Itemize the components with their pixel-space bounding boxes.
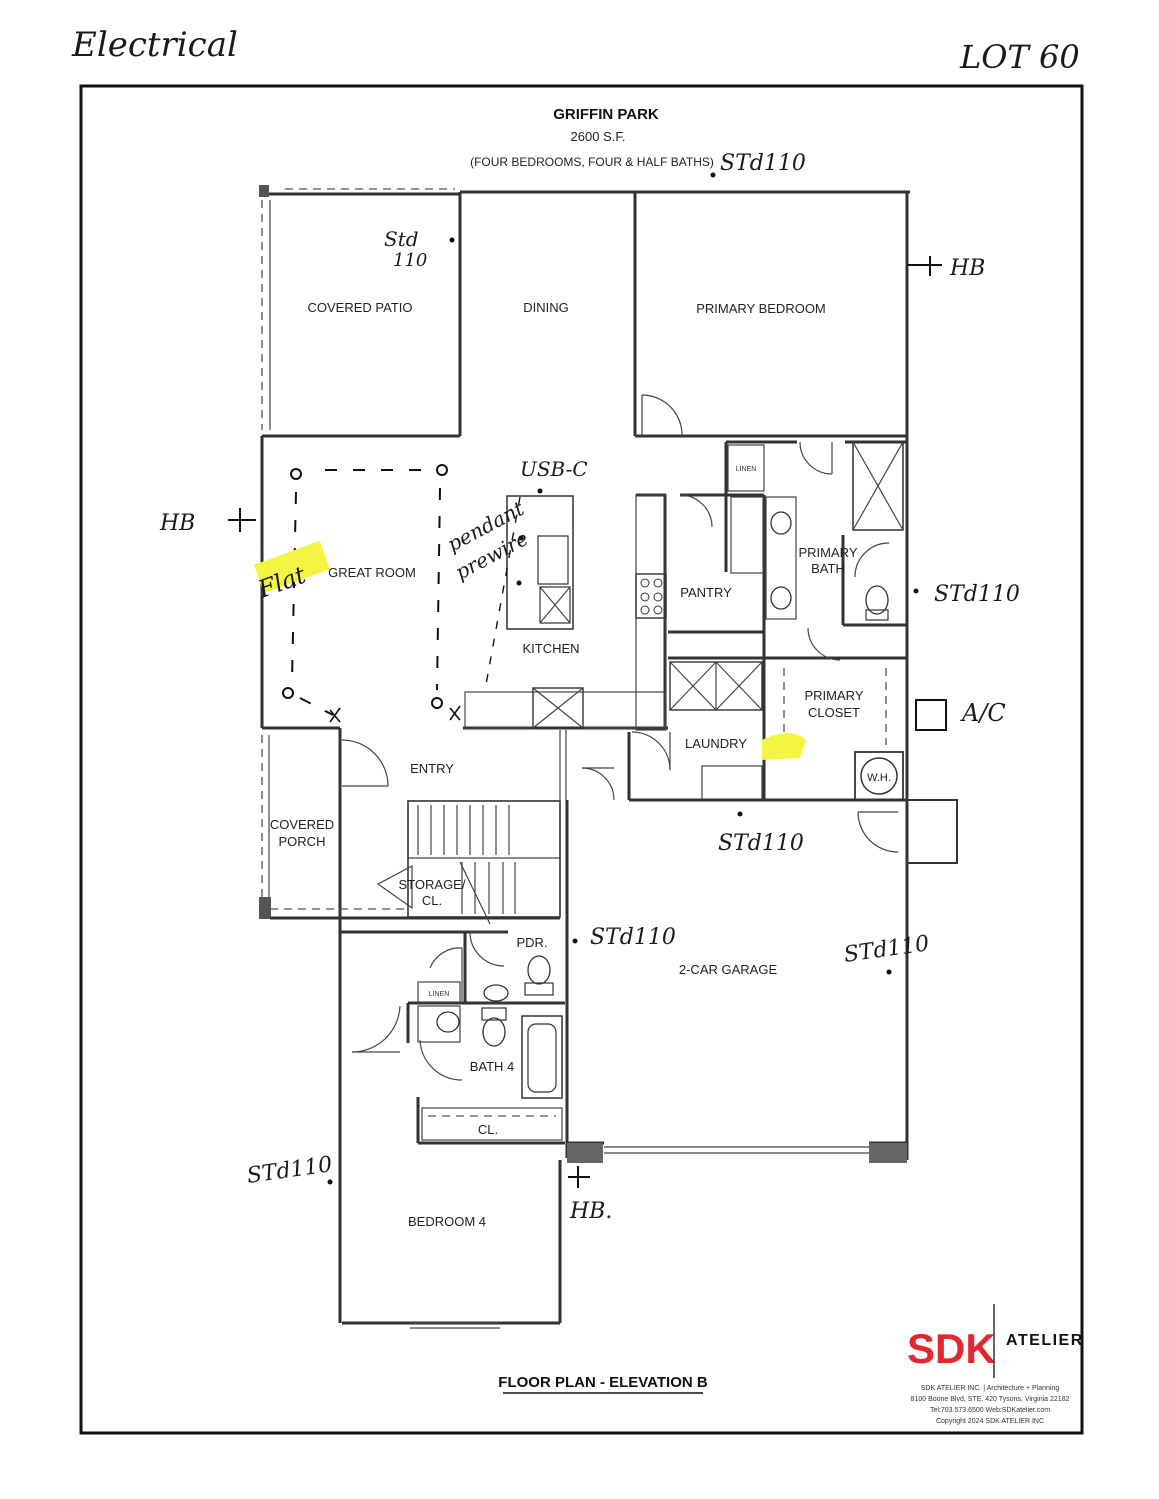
storage-label-line1: STORAGE/ [399, 877, 466, 892]
outlet-dot [327, 1179, 333, 1185]
covered-porch-label-line1: COVERED [270, 817, 334, 832]
std110-bedroom-note: STd110 [245, 1152, 333, 1189]
outlet-dot [737, 811, 743, 817]
primary-bath-label-line1: PRIMARY [799, 545, 858, 560]
outlet-dot [449, 237, 455, 243]
company-line3: Tel:703.573.6500 Web:SDKatelier.com [930, 1407, 1050, 1414]
usb-c-note: USB-C [520, 457, 588, 481]
lot-note: LOT 60 [959, 38, 1080, 76]
floor-plan-title: FLOOR PLAN - ELEVATION B [498, 1374, 708, 1391]
primary-closet-label-line2: CLOSET [808, 705, 860, 720]
std110-garage-note: STd110 [842, 931, 930, 968]
plan-description: (FOUR BEDROOMS, FOUR & HALF BATHS) [470, 155, 714, 169]
dining-label: DINING [523, 300, 569, 315]
std-patio-note-line2: 110 [393, 250, 427, 271]
linen-bottom-label: LINEN [429, 991, 450, 998]
bath4-label: BATH 4 [470, 1059, 515, 1074]
hb-bottom-note: HB. [569, 1199, 612, 1224]
std110-laundry-note: STd110 [718, 831, 804, 856]
sdk-logo: SDK [907, 1325, 996, 1372]
linen-top-label: LINEN [736, 466, 757, 473]
std110-bath-note: STd110 [934, 582, 1020, 607]
flat-highlight [253, 540, 331, 594]
entry-walls [259, 728, 569, 1158]
laundry-label: LAUNDRY [685, 736, 747, 751]
outlet-dot [886, 969, 892, 975]
outlet-dot [913, 588, 919, 594]
electrical-note: Electrical [71, 25, 238, 65]
entry-label: ENTRY [410, 761, 454, 776]
std-patio-note-line1: Std [384, 227, 419, 251]
pantry-label: PANTRY [680, 585, 732, 600]
garage-label: 2-CAR GARAGE [679, 962, 778, 977]
copyright: Copyright 2024 SDK ATELIER INC [936, 1418, 1044, 1425]
closet-label: CL. [478, 1122, 498, 1137]
kitchen-label: KITCHEN [522, 641, 579, 656]
covered-patio-label: COVERED PATIO [308, 300, 413, 315]
water-heater-label: W.H. [867, 772, 891, 784]
ac-note: A/C [960, 699, 1006, 727]
company-line1: SDK ATELIER INC. | Architecture + Planni… [921, 1385, 1060, 1392]
primary-closet-label-line1: PRIMARY [805, 688, 864, 703]
storage-label-line2: CL. [422, 893, 442, 908]
hb-right-note: HB [949, 256, 985, 281]
hb-left-note: HB [159, 511, 195, 536]
company-line2: 8100 Boone Blvd, STE. 420 Tysons, Virgin… [911, 1396, 1070, 1403]
ac-unit-box [915, 699, 947, 731]
great-room-label: GREAT ROOM [328, 565, 416, 580]
atelier-logo: ATELIER [1006, 1332, 1084, 1349]
outlet-dot [710, 172, 716, 178]
plan-name: GRIFFIN PARK [553, 106, 659, 123]
laundry-highlight [762, 733, 806, 760]
primary-bedroom-label: PRIMARY BEDROOM [696, 301, 826, 316]
sheet-border [79, 84, 1084, 1435]
upper-walls [259, 185, 910, 800]
std110-top-note: STd110 [720, 151, 806, 176]
covered-porch-label-line2: PORCH [279, 834, 326, 849]
lower-wing-walls: LINEN [338, 930, 565, 1329]
pendant-prewire-marks [282, 464, 543, 723]
bedroom4-label: BEDROOM 4 [408, 1214, 486, 1229]
powder-room-label: PDR. [516, 935, 547, 950]
outlet-dot [572, 938, 578, 944]
primary-bath-label-line2: BATH [811, 561, 845, 576]
square-footage: 2600 S.F. [571, 129, 626, 144]
std110-pdr-note: STd110 [590, 925, 676, 950]
garage-walls [567, 799, 958, 1163]
